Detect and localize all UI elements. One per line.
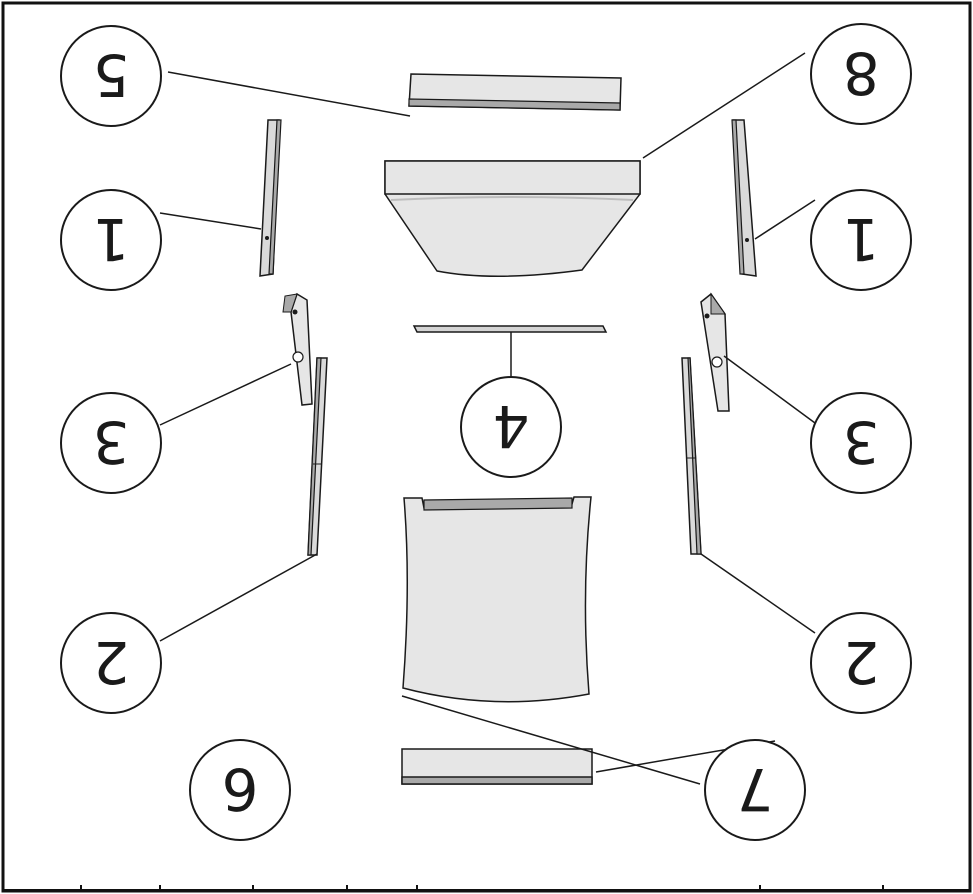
part-2-left-side [681,357,702,555]
svg-text:3: 3 [93,408,130,476]
part-2-right-side [307,357,328,556]
svg-text:1: 1 [843,205,880,273]
callout-5: 5 [60,25,162,127]
svg-text:3: 3 [843,408,880,476]
part-1-left-post [731,119,757,277]
part-6-panel [402,496,592,703]
svg-text:2: 2 [93,628,130,696]
callout-2-right: 2 [60,612,162,714]
svg-text:1: 1 [93,205,130,273]
callout-6: 6 [189,739,291,841]
callout-8: 8 [810,23,912,125]
part-1-right-post [259,119,282,277]
svg-text:5: 5 [93,41,130,109]
callout-1-right: 1 [60,189,162,291]
part-3-right-bracket [282,292,313,406]
part-8-tray [384,160,641,278]
callout-7: 7 [704,739,806,841]
svg-text:4: 4 [493,392,530,460]
callout-1-left: 1 [810,189,912,291]
svg-text:6: 6 [222,755,259,823]
callout-3-left: 3 [810,392,912,494]
part-4-rail [412,325,608,333]
part-5-board [408,73,622,111]
svg-text:7: 7 [737,755,774,823]
part-3-left-bracket [700,292,730,412]
callout-4: 4 [460,376,562,478]
svg-text:8: 8 [843,39,880,107]
svg-text:2: 2 [843,628,880,696]
part-7-board [401,748,593,785]
leader-lines [159,52,816,785]
callout-3-right: 3 [60,392,162,494]
callout-2-left: 2 [810,612,912,714]
